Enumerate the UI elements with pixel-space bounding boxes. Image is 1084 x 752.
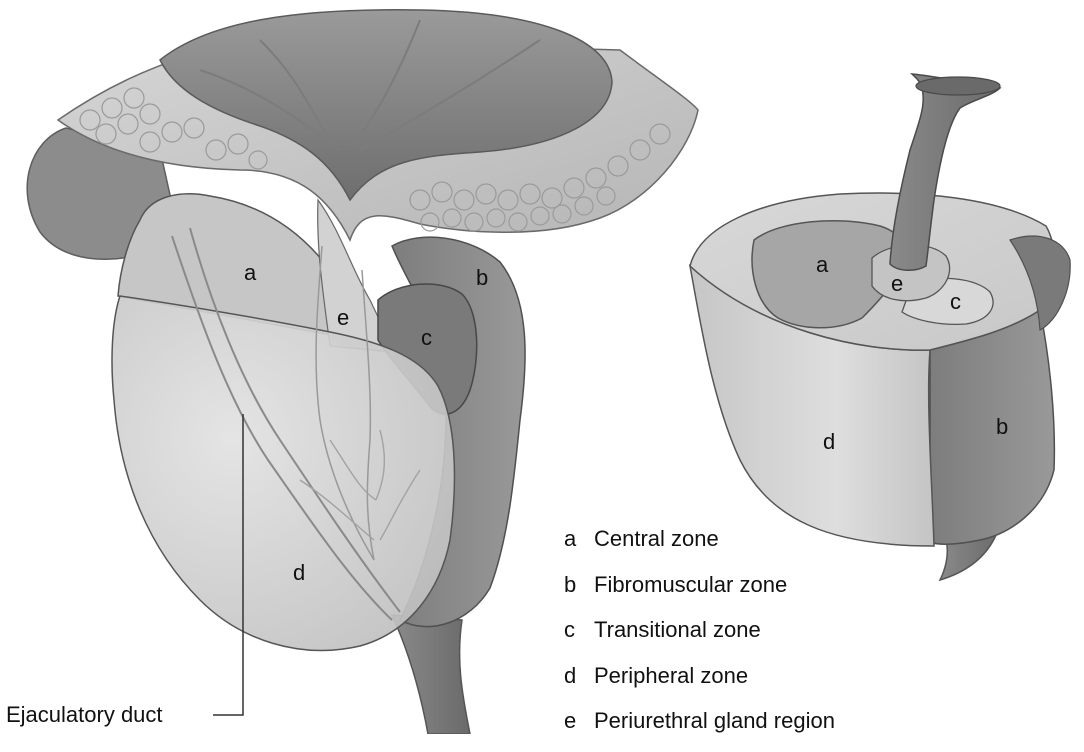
left-label-d: d xyxy=(293,560,305,585)
left-label-b: b xyxy=(476,265,488,290)
legend-key: a xyxy=(564,524,594,554)
legend-key: b xyxy=(564,570,594,600)
right-label-a: a xyxy=(816,252,829,277)
legend-key: c xyxy=(564,615,594,645)
legend-text: Peripheral zone xyxy=(594,663,748,688)
left-label-a: a xyxy=(244,260,257,285)
ejaculatory-duct-label: Ejaculatory duct xyxy=(6,702,163,728)
legend-text: Fibromuscular zone xyxy=(594,572,787,597)
right-label-e: e xyxy=(891,271,903,296)
left-label-e: e xyxy=(337,305,349,330)
right-label-c: c xyxy=(950,289,961,314)
legend-text: Central zone xyxy=(594,526,719,551)
right-label-b: b xyxy=(996,414,1008,439)
right-label-d: d xyxy=(823,429,835,454)
right-cutaway-view: a b c d e xyxy=(690,74,1070,580)
legend-key: d xyxy=(564,661,594,691)
prostate-zones-illustration: a b c d e a b c d e xyxy=(0,0,1084,734)
legend-text: Transitional zone xyxy=(594,617,761,642)
urethra-outflow-shape xyxy=(392,615,470,734)
right-urethra-opening xyxy=(916,77,1000,95)
legend-text: Periurethral gland region xyxy=(594,708,835,733)
left-label-c: c xyxy=(421,325,432,350)
legend-key: e xyxy=(564,706,594,736)
